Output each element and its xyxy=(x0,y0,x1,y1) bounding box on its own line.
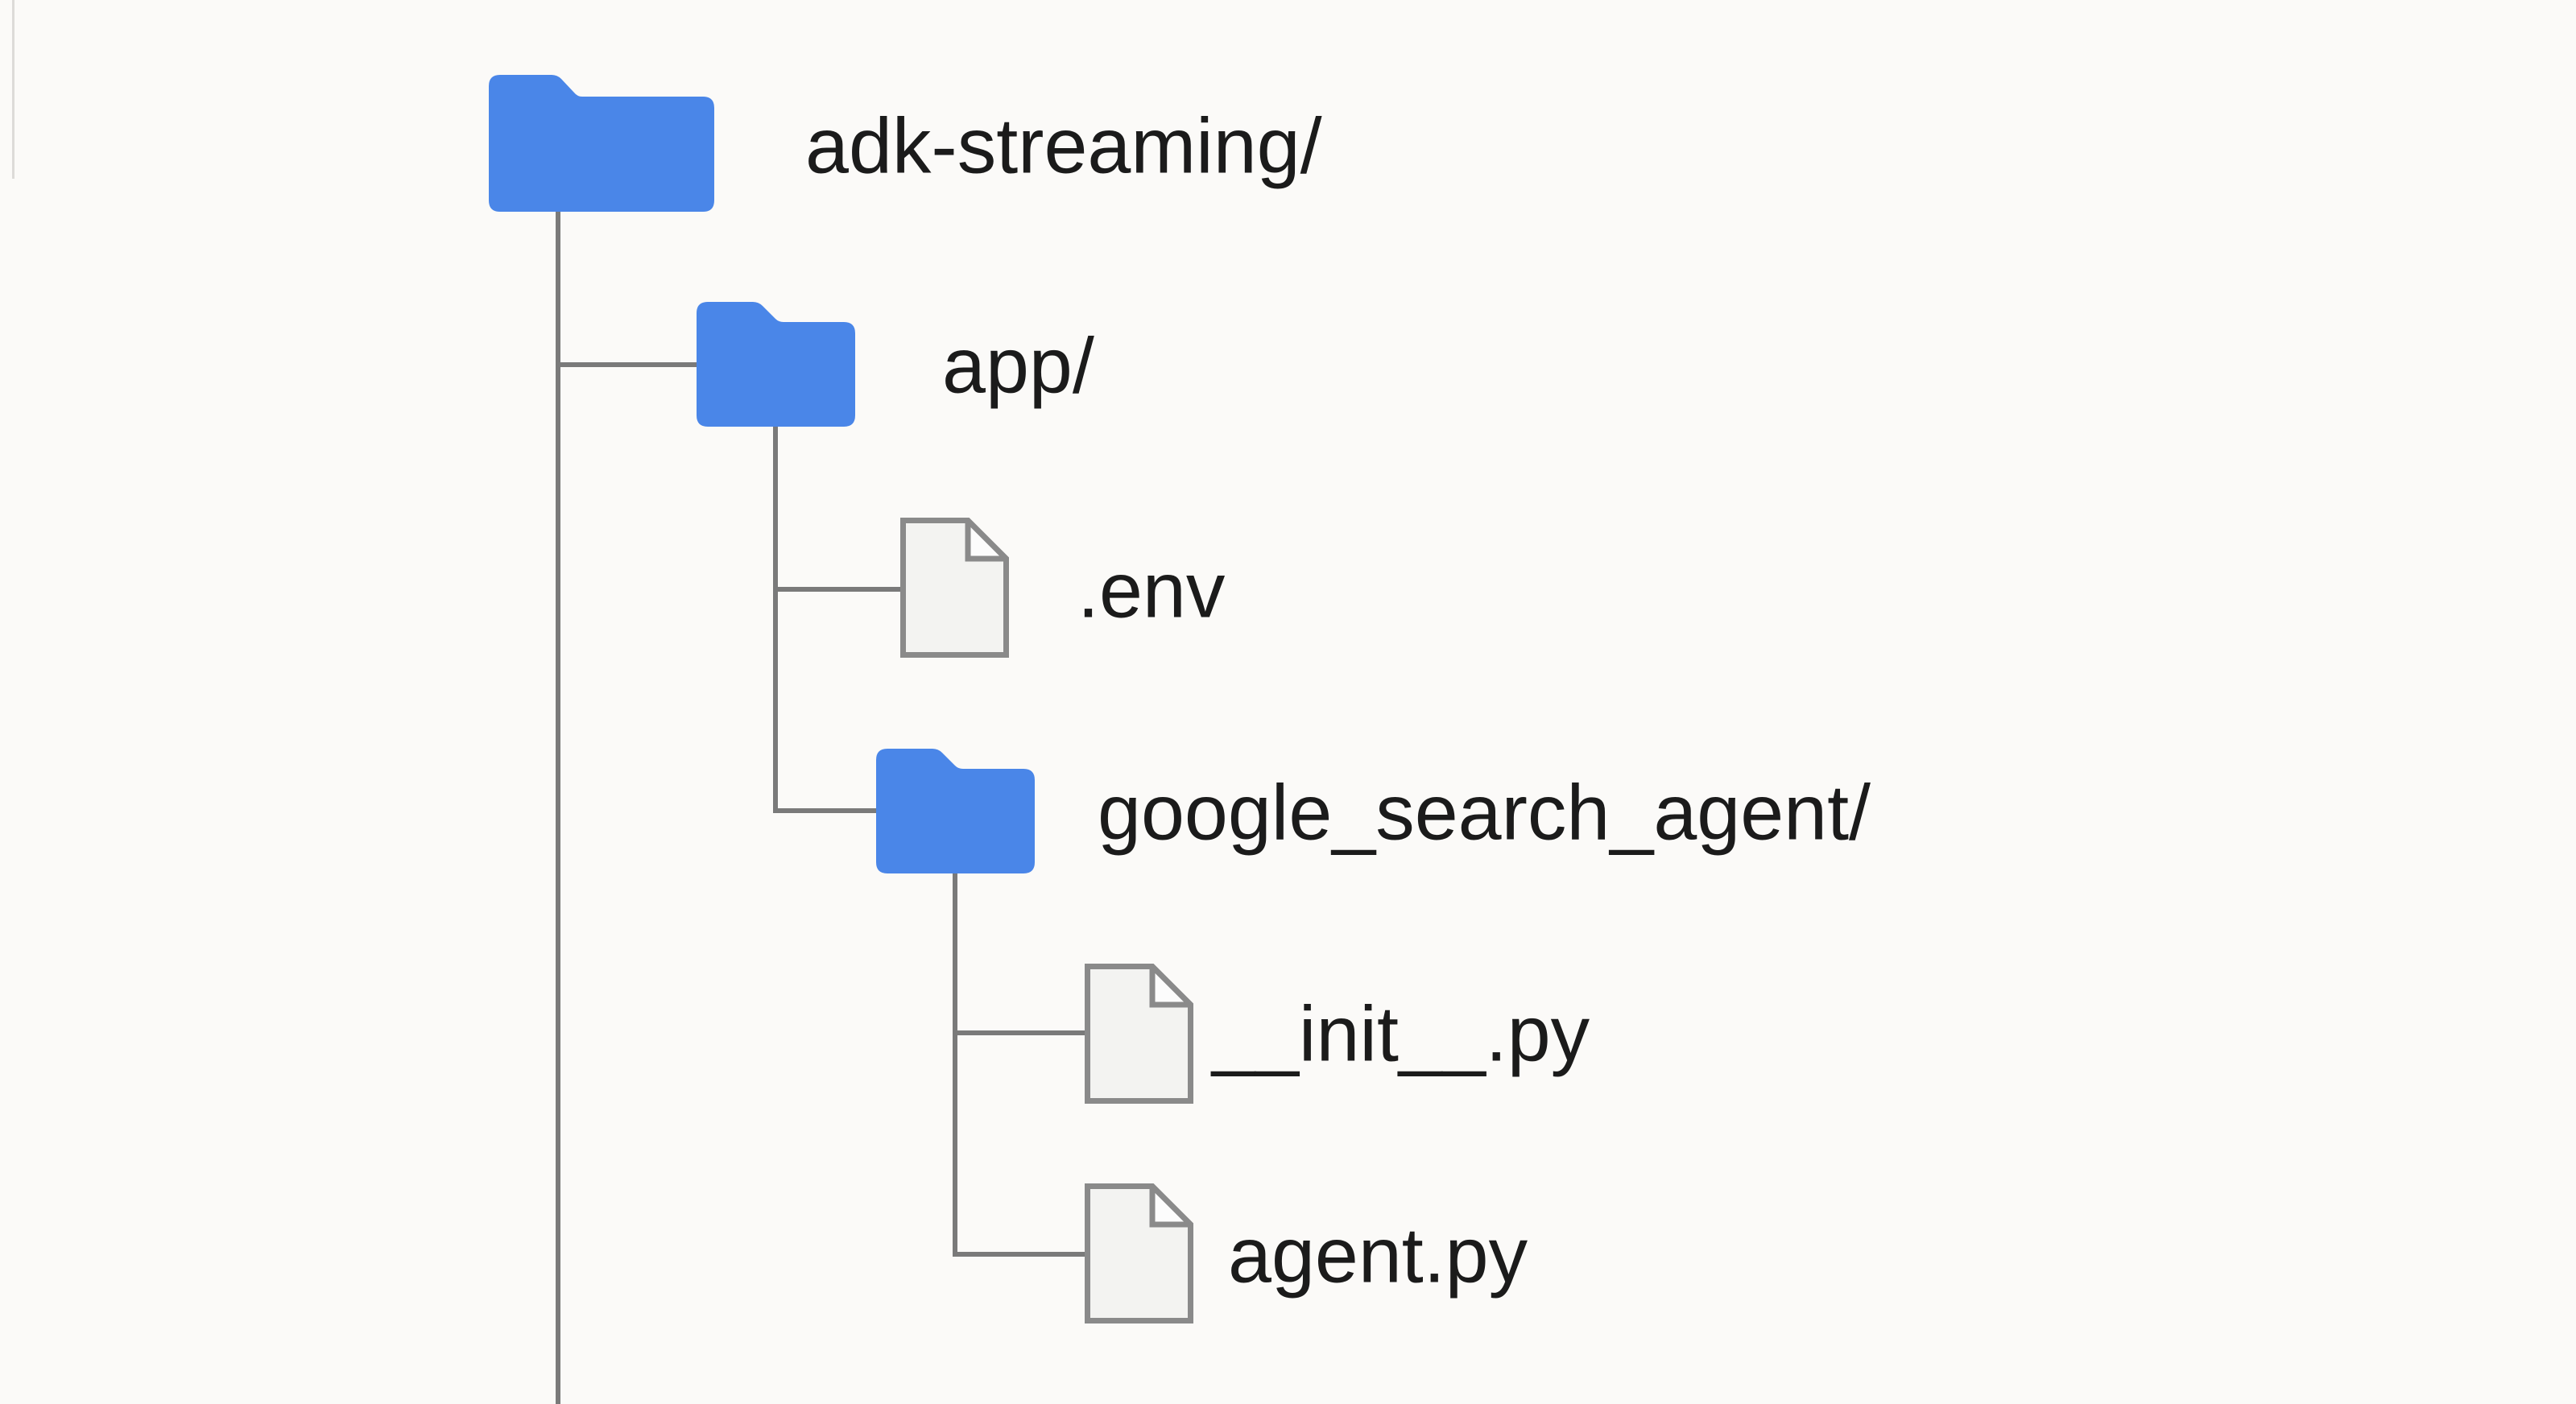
connector-app-vertical xyxy=(773,427,778,813)
folder-icon xyxy=(697,302,855,427)
connector-init-branch xyxy=(953,1030,1085,1035)
frame-edge xyxy=(12,0,14,179)
folder-icon xyxy=(489,75,714,212)
node-label-app: app/ xyxy=(942,321,1094,410)
connector-gsa-vertical xyxy=(953,871,957,1257)
node-label-root: adk-streaming/ xyxy=(805,101,1322,190)
connector-agent-branch xyxy=(953,1252,1085,1257)
file-icon xyxy=(1085,964,1193,1104)
file-icon xyxy=(900,518,1009,658)
node-label-init: __init__.py xyxy=(1212,989,1590,1078)
connector-env-branch xyxy=(773,587,900,592)
node-label-gsa: google_search_agent/ xyxy=(1098,768,1871,857)
folder-icon xyxy=(876,749,1035,873)
node-label-env: .env xyxy=(1077,546,1226,634)
file-icon xyxy=(1085,1183,1193,1323)
connector-root-vertical xyxy=(556,212,560,1404)
connector-gsa-branch xyxy=(773,808,876,813)
connector-app-branch xyxy=(556,362,697,367)
node-label-agent: agent.py xyxy=(1228,1211,1528,1299)
